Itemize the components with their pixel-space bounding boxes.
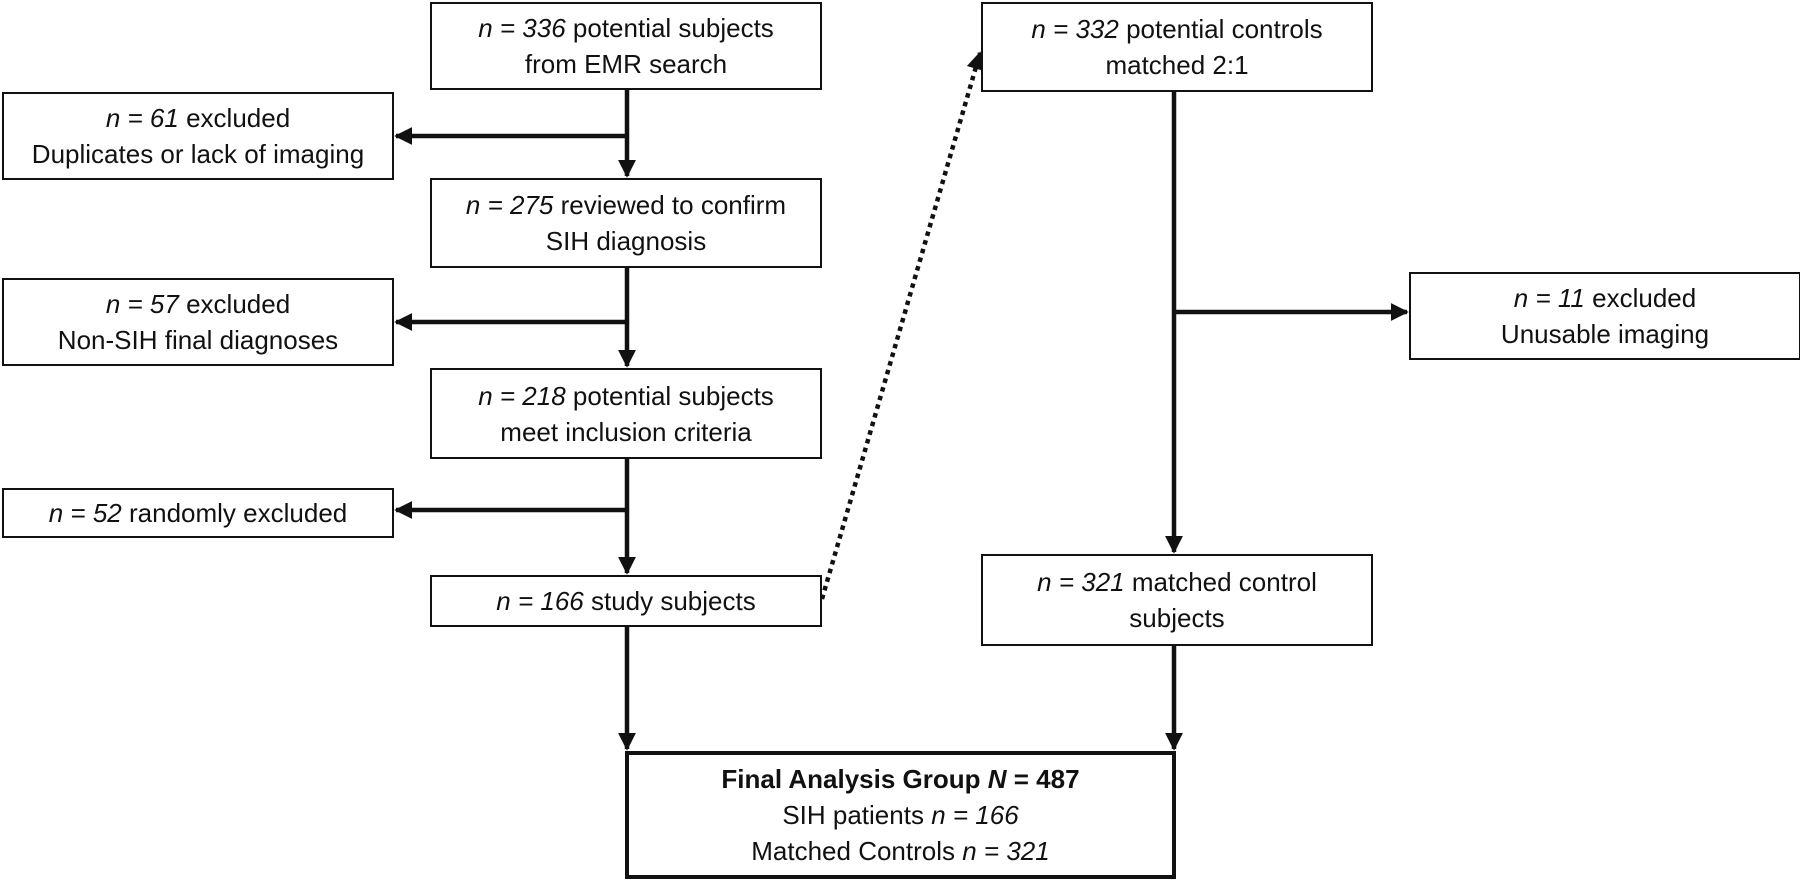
n-count: n = 336 <box>478 13 566 43</box>
box-excluded-non-sih-line1: n = 57 excluded <box>106 286 290 322</box>
box-emr-search-line1: n = 336 potential subjects <box>478 10 774 46</box>
box-study-subjects-line1: n = 166 study subjects <box>496 583 755 619</box>
dotted-arrow-study-to-controls <box>819 51 985 600</box>
n-count: n = 275 <box>465 190 554 220</box>
box-reviewed: n = 275 reviewed to confirm SIH diagnosi… <box>430 178 822 268</box>
box-reviewed-line2: SIH diagnosis <box>545 226 707 256</box>
final-group-title: Final Analysis Group <box>721 764 981 794</box>
final-group-controls-n: n = 321 <box>962 836 1050 866</box>
final-group-total-value: = 487 <box>1013 764 1080 794</box>
box-excluded-non-sih: n = 57 excluded Non-SIH final diagnoses <box>2 278 394 366</box>
final-group-sih-line: SIH patients n = 166 <box>782 797 1018 833</box>
n-count: n = 57 <box>105 289 179 319</box>
box-matched-controls-line1: n = 321 matched control <box>1037 564 1317 600</box>
n-count: n = 52 <box>48 498 122 528</box>
n-count: n = 218 <box>478 380 566 411</box>
box-text: potential controls <box>1126 14 1323 44</box>
box-text: reviewed to confirm <box>560 190 787 220</box>
final-group-title-line: Final Analysis Group N = 487 <box>721 761 1079 797</box>
box-excluded-duplicates-line2: Duplicates or lack of imaging <box>31 139 365 169</box>
final-group-sih-n: n = 166 <box>931 800 1019 830</box>
box-text: excluded <box>186 103 291 133</box>
box-final-analysis-group: Final Analysis Group N = 487 SIH patient… <box>625 751 1176 879</box>
box-potential-controls-line1: n = 332 potential controls <box>1031 11 1322 47</box>
box-emr-search: n = 336 potential subjects from EMR sear… <box>430 2 822 90</box>
box-study-subjects: n = 166 study subjects <box>430 575 822 627</box>
final-group-total-symbol: N <box>987 764 1007 794</box>
box-text: potential subjects <box>572 380 774 411</box>
n-count: n = 61 <box>105 103 179 133</box>
final-group-controls-line: Matched Controls n = 321 <box>751 833 1049 869</box>
n-count: n = 166 <box>496 586 584 616</box>
box-text: potential subjects <box>572 13 774 43</box>
box-excluded-unusable: n = 11 excluded Unusable imaging <box>1409 272 1800 360</box>
box-text: matched control <box>1131 567 1317 597</box>
n-count: n = 321 <box>1037 567 1125 597</box>
box-inclusion-line2: meet inclusion criteria <box>500 416 752 447</box>
box-randomly-excluded: n = 52 randomly excluded <box>2 488 394 538</box>
box-emr-search-line2: from EMR search <box>524 49 728 79</box>
box-excluded-duplicates-line1: n = 61 excluded <box>106 100 290 136</box>
box-matched-controls: n = 321 matched control subjects <box>981 554 1373 646</box>
n-count: n = 11 <box>1513 283 1585 313</box>
box-text: excluded <box>1592 283 1697 313</box>
n-count: n = 332 <box>1031 14 1119 44</box>
box-potential-controls: n = 332 potential controls matched 2:1 <box>981 2 1373 92</box>
box-potential-controls-line2: matched 2:1 <box>1105 50 1249 80</box>
box-excluded-duplicates: n = 61 excluded Duplicates or lack of im… <box>2 92 394 180</box>
final-group-sih-label: SIH patients <box>782 800 924 830</box>
box-inclusion-line1: n = 218 potential subjects <box>478 378 774 414</box>
box-excluded-unusable-line1: n = 11 excluded <box>1514 280 1696 316</box>
box-inclusion: n = 218 potential subjects meet inclusio… <box>430 368 822 459</box>
box-excluded-non-sih-line2: Non-SIH final diagnoses <box>57 325 339 355</box>
box-text: excluded <box>186 289 291 319</box>
box-matched-controls-line2: subjects <box>1129 603 1225 633</box>
box-excluded-unusable-line2: Unusable imaging <box>1500 319 1710 349</box>
box-randomly-excluded-line1: n = 52 randomly excluded <box>49 495 347 531</box>
final-group-controls-label: Matched Controls <box>751 836 956 866</box>
box-text: randomly excluded <box>129 498 348 528</box>
box-text: study subjects <box>590 586 756 616</box>
box-reviewed-line1: n = 275 reviewed to confirm <box>466 187 786 223</box>
